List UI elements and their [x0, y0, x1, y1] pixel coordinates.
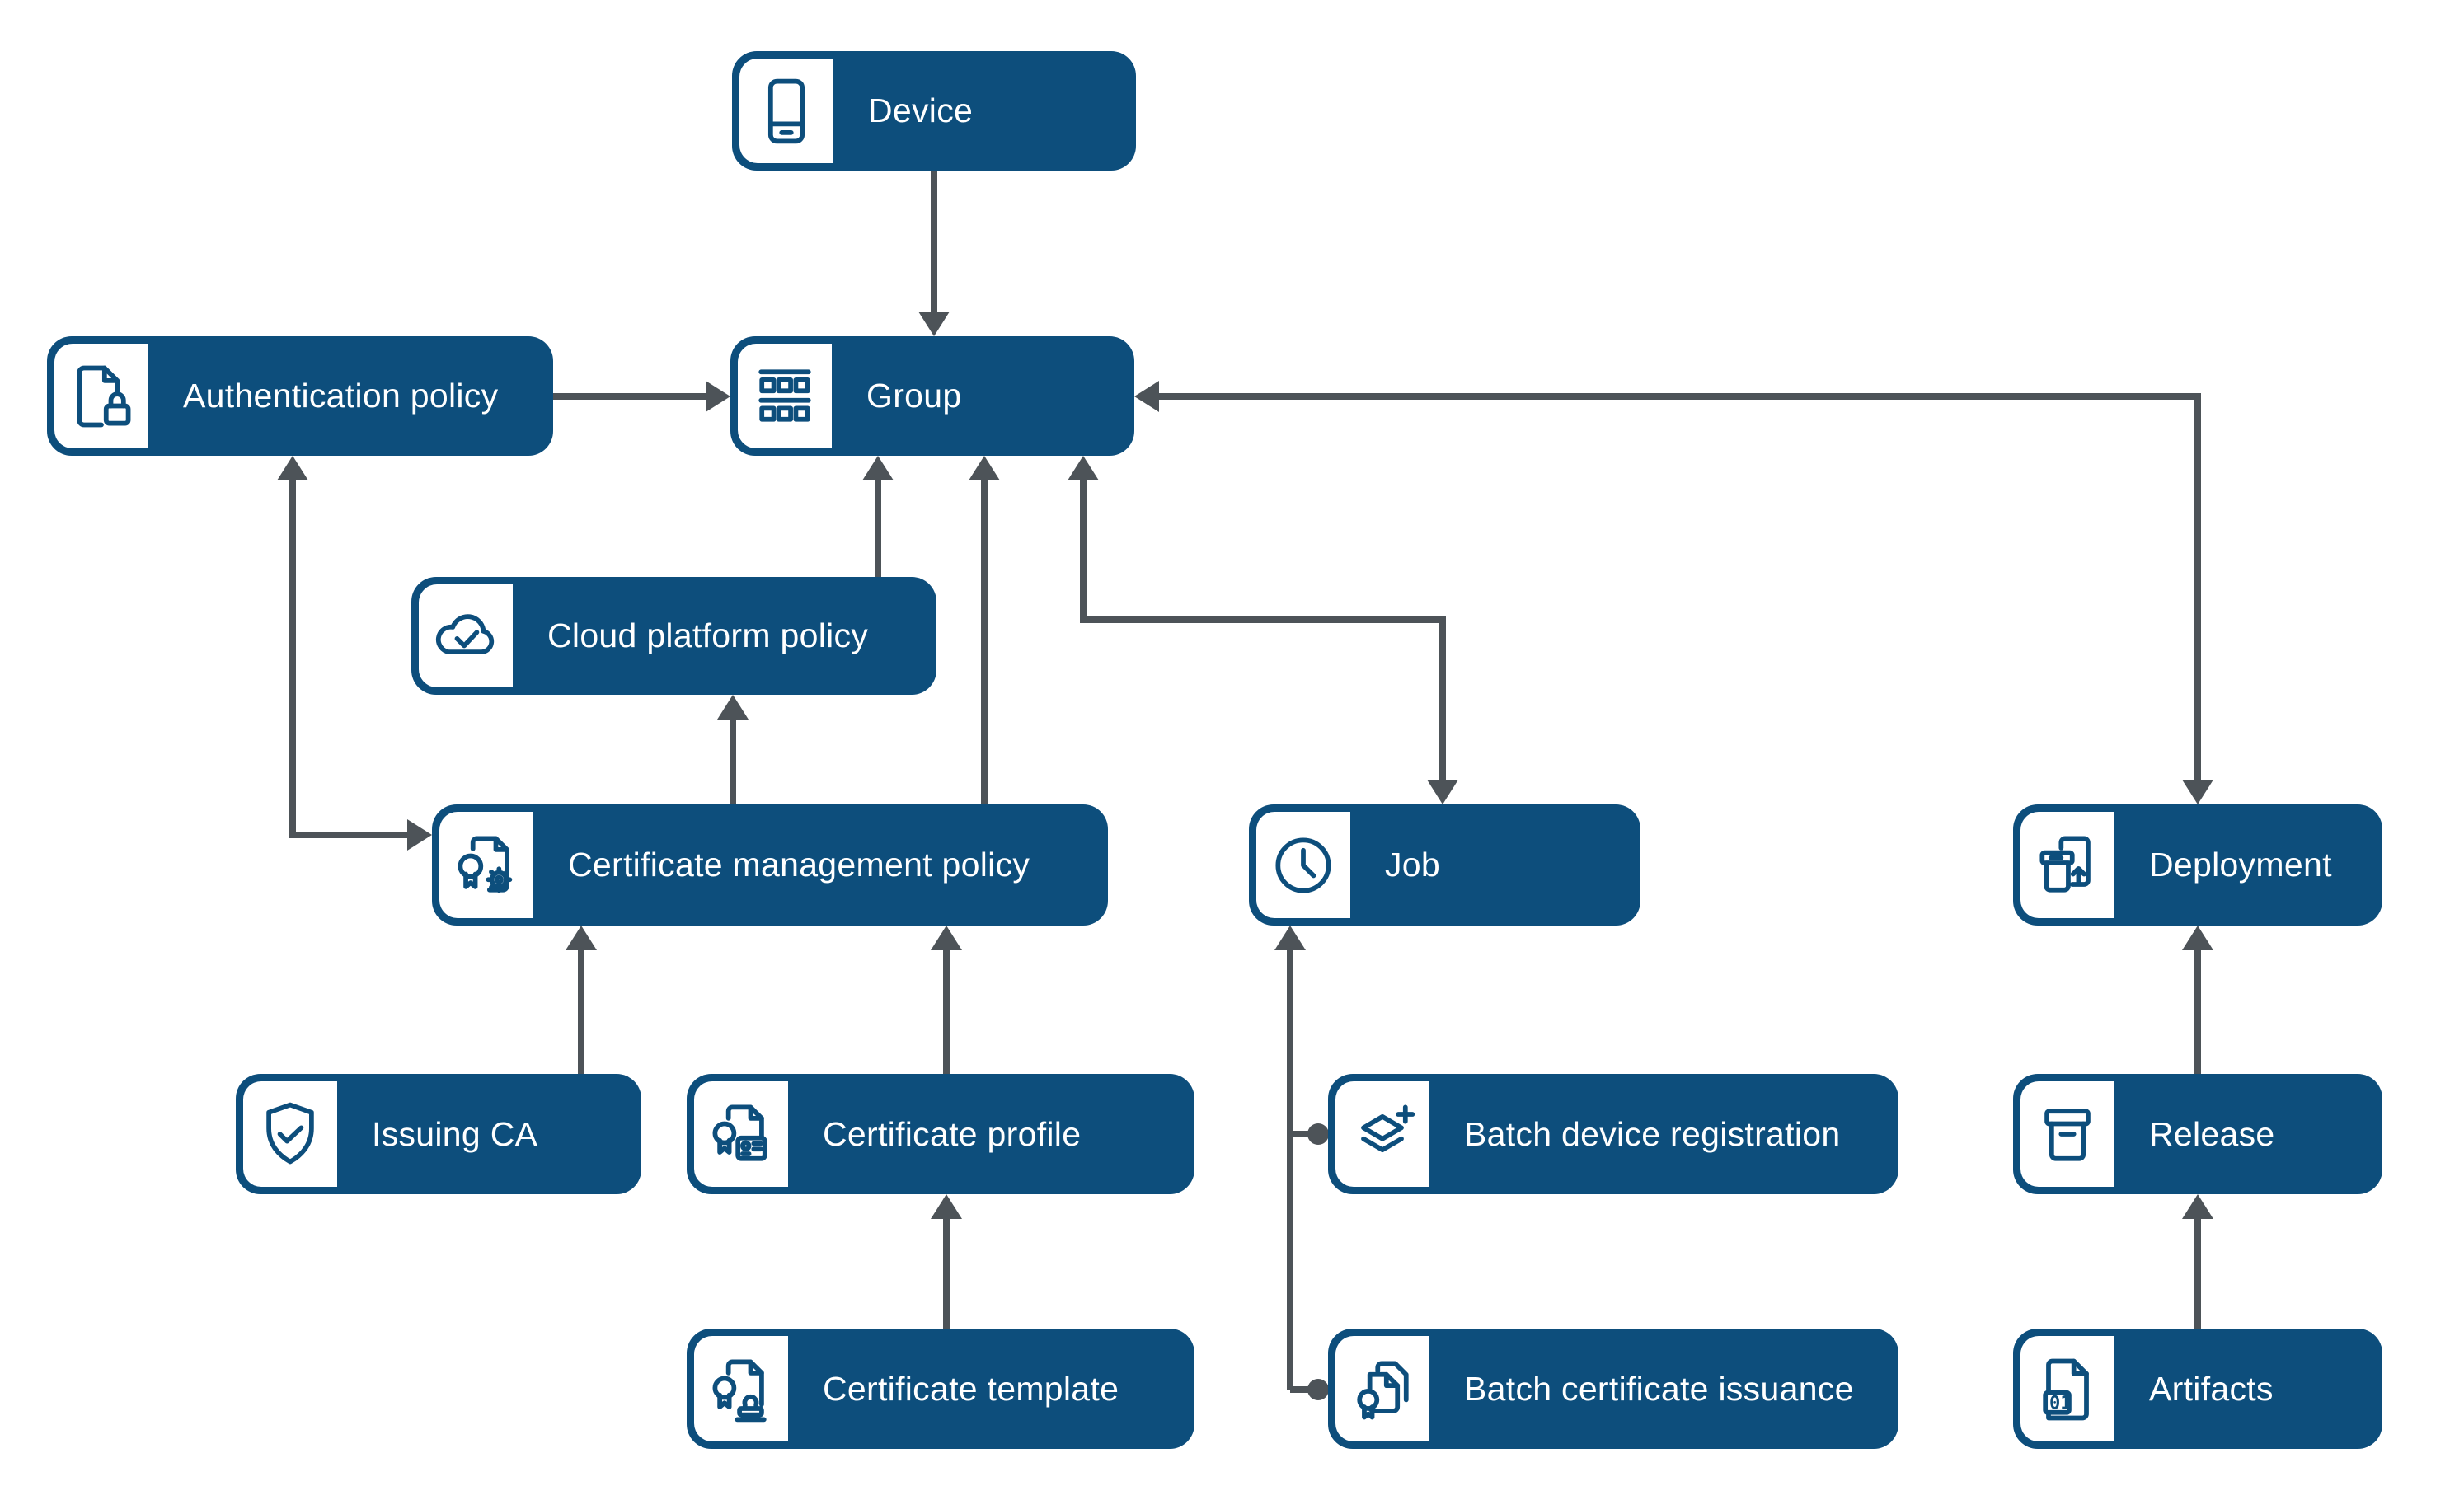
edge-batches-job [1274, 926, 1329, 1400]
archive-box-icon [2020, 1081, 2114, 1187]
binary-file-icon: 01 [2020, 1336, 2114, 1441]
node-release: Release [2013, 1074, 2382, 1194]
shield-check-icon [243, 1081, 337, 1187]
clock-icon [1256, 812, 1350, 918]
node-batch-cert-issuance: Batch certificate issuance [1328, 1329, 1898, 1449]
node-label: Group [866, 377, 962, 415]
box-upload-device-icon [2020, 812, 2114, 918]
node-job: Job [1249, 804, 1640, 926]
node-device: Device [732, 51, 1136, 171]
node-label: Certificate template [823, 1369, 1119, 1408]
node-label: Deployment [2149, 846, 2332, 884]
edge-certprofile-certmgmt [931, 926, 962, 1074]
node-group: Group [730, 336, 1134, 456]
node-cert-profile: Certificate profile [687, 1074, 1194, 1194]
node-label: Batch certificate issuance [1464, 1369, 1854, 1408]
node-label: Device [868, 91, 974, 129]
node-batch-device-registration: Batch device registration [1328, 1074, 1898, 1194]
node-label: Batch device registration [1464, 1114, 1841, 1153]
node-deployment: Deployment [2013, 804, 2382, 926]
edge-artifacts-release [2182, 1194, 2213, 1329]
certificate-stamp-icon [694, 1336, 788, 1441]
group-racks-icon [738, 344, 832, 448]
edge-authpolicy-group [553, 381, 730, 412]
tablet-device-icon [739, 59, 833, 163]
edge-certmgmt-authpolicy [277, 456, 432, 851]
svg-text:01: 01 [2049, 1394, 2072, 1414]
node-label: Job [1385, 846, 1441, 884]
edge-device-group [918, 171, 950, 336]
node-label: Release [2149, 1114, 2275, 1153]
documents-rosette-icon [1335, 1336, 1429, 1441]
node-artifacts: 01 Artifacts [2013, 1329, 2382, 1449]
node-label: Authentication policy [183, 377, 499, 415]
node-label: Certificate management policy [568, 846, 1030, 884]
edge-certmgmt-group [969, 456, 1000, 804]
layers-plus-icon [1335, 1081, 1429, 1187]
edge-group-deployment [1134, 381, 2213, 804]
node-label: Certificate profile [823, 1114, 1082, 1153]
certificate-gear-icon [439, 812, 533, 918]
edge-certmgmt-cloudpolicy [717, 695, 749, 804]
node-label: Issuing CA [372, 1114, 538, 1153]
edge-issuingca-certmgmt [566, 926, 597, 1074]
document-lock-icon [54, 344, 148, 448]
node-cert-template: Certificate template [687, 1329, 1194, 1449]
edge-certtemplate-certprofile [931, 1194, 962, 1329]
certificate-id-card-icon [694, 1081, 788, 1187]
node-issuing-ca: Issuing CA [236, 1074, 641, 1194]
edge-release-deployment [2182, 926, 2213, 1074]
node-label: Artifacts [2149, 1369, 2274, 1408]
node-label: Cloud platform policy [547, 616, 869, 654]
node-auth-policy: Authentication policy [47, 336, 553, 456]
node-cloud-platform-policy: Cloud platform policy [411, 577, 936, 695]
edge-cloudpolicy-group [862, 456, 894, 577]
edge-group-job [1068, 456, 1458, 804]
node-cert-mgmt-policy: Certificate management policy [432, 804, 1108, 926]
cloud-check-icon [419, 584, 513, 687]
